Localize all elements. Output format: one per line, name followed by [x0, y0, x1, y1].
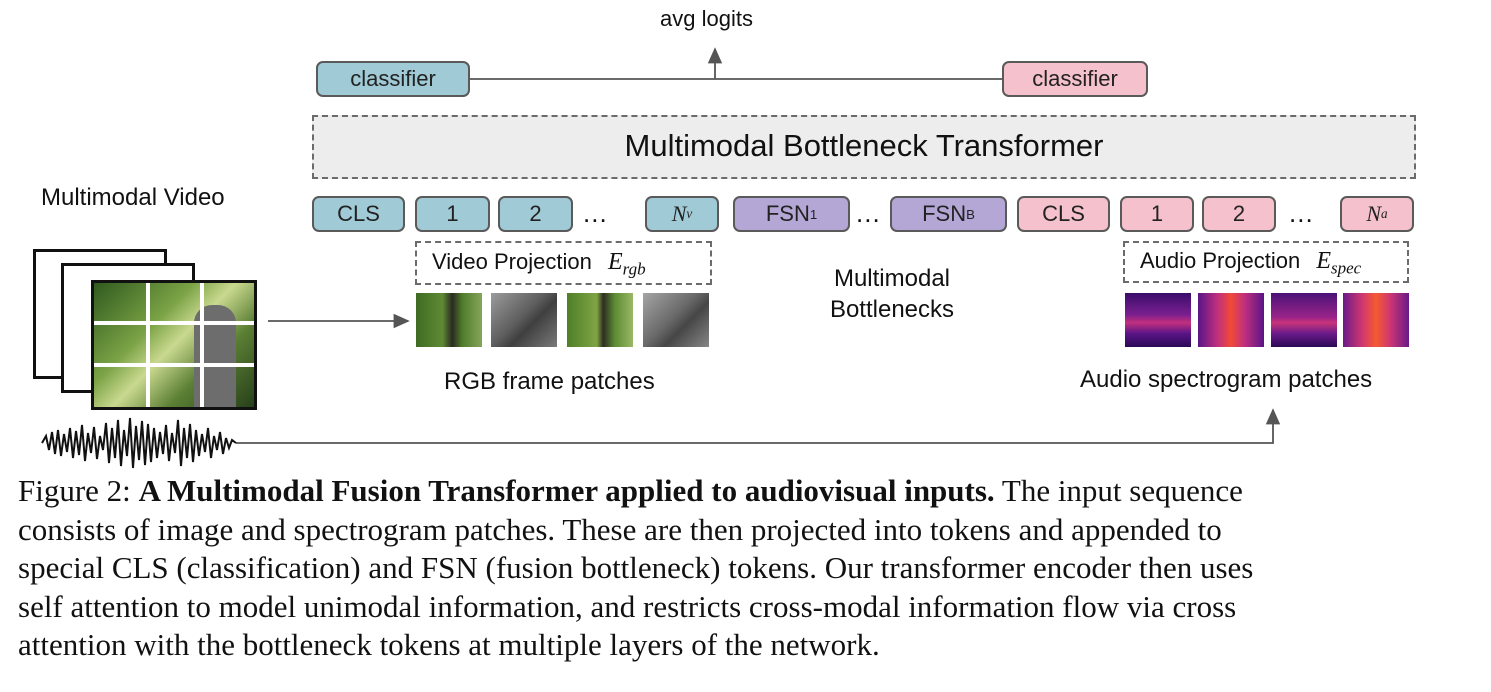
audio-projection-text: Audio Projection Espec [1140, 248, 1361, 278]
video-projection-label: Video Projection [432, 249, 592, 274]
audio-token-1: 1 [1120, 196, 1194, 232]
video-token-n-sub: v [686, 206, 693, 221]
video-projection-sub: rgb [622, 259, 646, 279]
rgb-patch-1 [416, 293, 482, 347]
caption-bold-title: A Multimodal Fusion Transformer applied … [138, 473, 995, 508]
audio-projection-symbol: E [1316, 248, 1332, 274]
video-frame-front [91, 280, 257, 410]
fsn-token-ellipsis: ... [856, 198, 881, 228]
transformer-block [312, 115, 1416, 179]
multimodal-video-label: Multimodal Video [41, 184, 225, 211]
bottleneck-label-line2: Bottlenecks [829, 296, 955, 323]
video-token-2: 2 [498, 196, 573, 232]
audio-projection-label: Audio Projection [1140, 248, 1301, 273]
rgb-patch-4 [643, 293, 709, 347]
audio-cls-token: CLS [1017, 196, 1110, 232]
bottleneck-label-line1: Multimodal [833, 265, 951, 292]
fsn-token-1-base: FSN [765, 201, 810, 226]
spectrogram-patch-1 [1125, 293, 1191, 347]
diagram-connectors [41, 47, 1281, 469]
fsn-token-1-sub: 1 [809, 206, 818, 222]
video-frame-grid-h1 [94, 321, 254, 325]
bottleneck-label: Multimodal Bottlenecks [792, 263, 992, 325]
caption-line-4: self attention to model unimodal informa… [18, 588, 1237, 624]
avg-logits-label: avg logits [660, 6, 753, 31]
spectrogram-patch-2 [1198, 293, 1264, 347]
video-frame-stack [33, 249, 263, 410]
transformer-title: Multimodal Bottleneck Transformer [624, 128, 1104, 163]
video-frame-grid-v2 [200, 283, 204, 407]
audio-token-n-sub: a [1381, 206, 1388, 221]
video-token-1: 1 [415, 196, 490, 232]
audio-projection-sub: spec [1331, 258, 1362, 278]
video-token-n-base: N [671, 201, 687, 226]
audio-token-n-base: N [1366, 201, 1382, 226]
audio-token-2: 2 [1202, 196, 1276, 232]
video-projection-text: Video Projection Ergb [432, 249, 646, 279]
video-cls-token: CLS [312, 196, 405, 232]
audio-patches-label: Audio spectrogram patches [1080, 366, 1373, 393]
audio-classifier-box: classifier [1002, 61, 1148, 97]
fsn-token-b-sub: B [966, 206, 975, 222]
spectrogram-patch-4 [1343, 293, 1409, 347]
caption-line-1: Figure 2: A Multimodal Fusion Transforme… [18, 472, 1458, 511]
caption-prefix: Figure 2: [18, 473, 139, 508]
video-frame-grid-h2 [94, 363, 254, 367]
rgb-patch-3 [567, 293, 633, 347]
video-frame-grid-v1 [146, 283, 150, 407]
caption-line-3: special CLS (classification) and FSN (fu… [18, 550, 1254, 585]
audio-projection-box [1123, 241, 1409, 283]
caption-line-2: consists of image and spectrogram patche… [18, 511, 1222, 547]
spectrogram-patch-3 [1271, 293, 1337, 347]
video-token-ellipsis: ... [583, 198, 608, 228]
rgb-patches-label: RGB frame patches [444, 368, 655, 395]
figure-caption: Figure 2: A Multimodal Fusion Transforme… [18, 472, 1458, 665]
audio-waveform [41, 417, 237, 469]
caption-line-5: attention with the bottleneck tokens at … [18, 627, 880, 662]
fsn-token-b-base: FSN [922, 201, 967, 226]
video-projection-box [415, 241, 712, 285]
audio-token-ellipsis: ... [1289, 198, 1314, 228]
audio-to-spectrogram-arrow [236, 408, 1281, 444]
video-projection-symbol: E [607, 249, 623, 275]
rgb-patch-2 [491, 293, 557, 347]
caption-line-1-rest: The input sequence [994, 473, 1243, 508]
video-classifier-box: classifier [316, 61, 470, 97]
